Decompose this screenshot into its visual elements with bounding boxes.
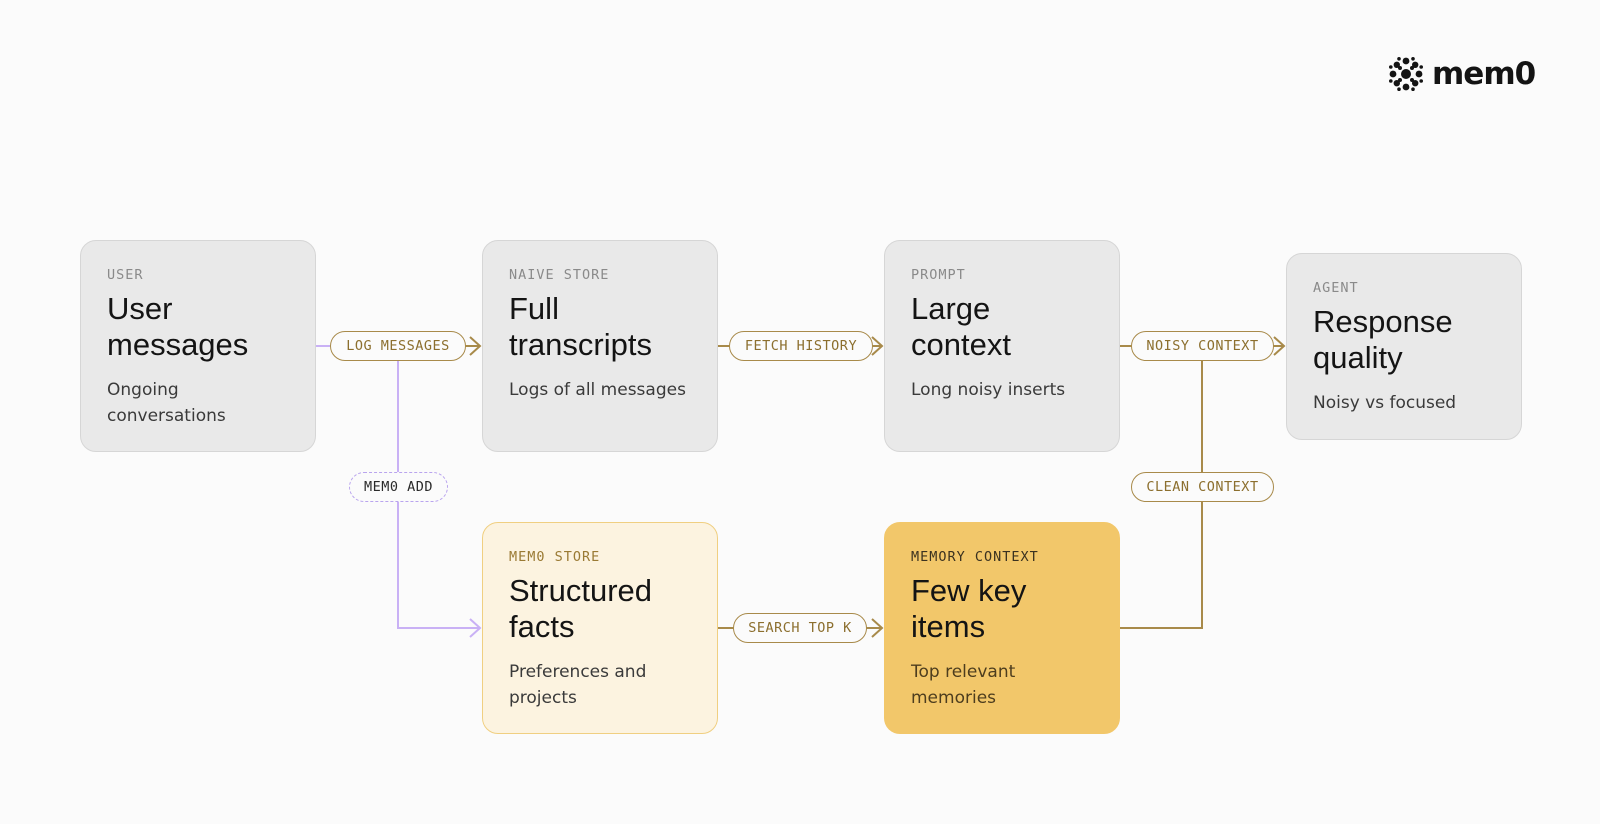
node-prompt: PROMPT Large context Long noisy inserts [884,240,1120,452]
node-memory-context: MEMORY CONTEXT Few key items Top relevan… [884,522,1120,734]
edge-label-log-messages: LOG MESSAGES [330,331,466,361]
edge-log-arrow [469,336,482,356]
node-user: USER User messages Ongoing conversations [80,240,316,452]
edge-add-arrow [469,618,482,638]
edge-fetch-arrow [871,336,884,356]
node-eyebrow: MEMORY CONTEXT [911,549,1039,565]
node-desc: Ongoing conversations [107,380,226,426]
node-desc: Top relevant memories [911,662,1016,708]
node-mem0-store: MEM0 STORE Structured facts Preferences … [482,522,718,734]
node-eyebrow: PROMPT [911,267,966,283]
edge-add-line [397,361,480,629]
node-naive-store: NAIVE STORE Full transcripts Logs of all… [482,240,718,452]
node-desc: Preferences and projects [509,662,647,708]
node-desc: Long noisy inserts [911,380,1066,400]
brand-logo: mem0 [1388,56,1536,92]
node-eyebrow: MEM0 STORE [509,549,601,565]
edge-label-search-top-k: SEARCH TOP K [733,613,867,643]
node-eyebrow: NAIVE STORE [509,267,610,283]
node-title: Few key items [911,573,1027,644]
node-desc: Logs of all messages [509,380,686,400]
node-title: Response quality [1313,304,1453,375]
node-eyebrow: USER [107,267,144,283]
edge-clean-line [1120,361,1203,629]
edge-noisy-arrow [1273,336,1286,356]
mem0-logo-icon [1389,57,1423,91]
edge-label-mem0-add: MEM0 ADD [349,472,448,502]
node-eyebrow: AGENT [1313,280,1359,296]
edge-label-fetch-history: FETCH HISTORY [729,331,873,361]
node-title: Large context [911,291,1011,362]
node-desc: Noisy vs focused [1313,393,1457,413]
node-title: User messages [107,291,249,362]
edge-label-clean-context: CLEAN CONTEXT [1131,472,1274,502]
edge-label-noisy-context: NOISY CONTEXT [1131,331,1274,361]
node-title: Structured facts [509,573,653,644]
node-agent: AGENT Response quality Noisy vs focused [1286,253,1522,440]
edge-search-arrow [871,618,884,638]
brand-name: mem0 [1432,56,1536,92]
node-title: Full transcripts [509,291,652,362]
